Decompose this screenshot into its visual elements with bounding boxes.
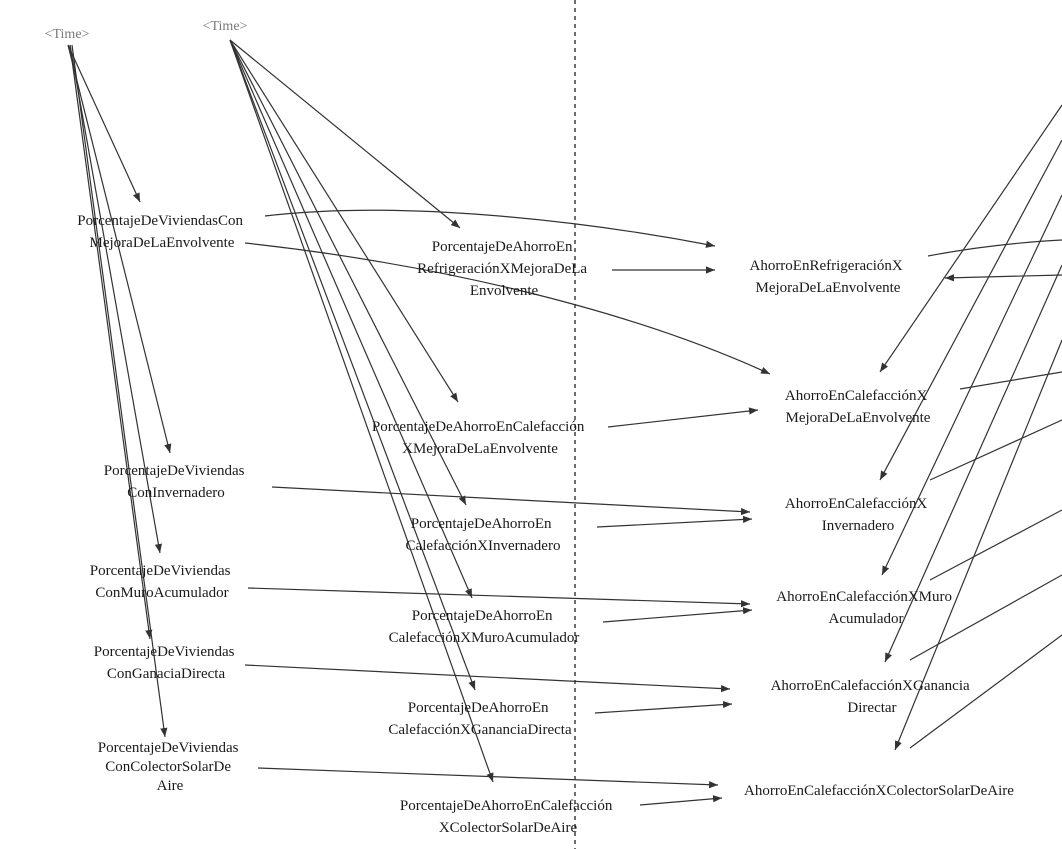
arrow — [257, 767, 719, 789]
node-porcentaje-colector: PorcentajeDeAhorroEnCalefacción XColecto… — [400, 798, 616, 836]
left-labels: PorcentajeDeViviendasCon MejoraDeLaEnvol… — [77, 213, 248, 794]
arrow — [879, 139, 1062, 481]
arrow — [881, 194, 1062, 576]
arrow — [67, 44, 172, 454]
arrow — [879, 104, 1062, 373]
node-viviendas-envolvente: PorcentajeDeViviendasCon MejoraDeLaEnvol… — [77, 213, 246, 251]
arrow — [69, 44, 162, 554]
node-porcentaje-calefaccion-envolvente: PorcentajeDeAhorroEnCalefacción XMejoraD… — [372, 419, 588, 457]
node-porcentaje-invernadero: PorcentajeDeAhorroEn CalefacciónXInverna… — [406, 516, 561, 554]
arrow — [944, 274, 1062, 282]
time-labels: <Time> <Time> — [45, 19, 248, 42]
right-labels: AhorroEnRefrigeraciónX MejoraDeLaEnvolve… — [744, 258, 1014, 799]
node-porcentaje-muro: PorcentajeDeAhorroEn CalefacciónXMuroAcu… — [389, 608, 580, 646]
arrow — [229, 39, 461, 229]
node-ahorro-refrigeracion: AhorroEnRefrigeraciónX MejoraDeLaEnvolve… — [749, 258, 906, 296]
arrow — [71, 44, 168, 738]
time-middle-arrows — [229, 39, 494, 783]
arrow — [229, 39, 473, 599]
arrow — [69, 44, 153, 640]
node-porcentaje-ganancia: PorcentajeDeAhorroEn CalefacciónXGananci… — [388, 700, 572, 738]
node-ahorro-ganancia: AhorroEnCalefacciónXGanancia Directar — [771, 678, 974, 716]
arrow — [884, 264, 1062, 663]
time-left-arrows — [67, 44, 172, 738]
time-node: <Time> — [203, 19, 248, 34]
arrow — [607, 407, 759, 428]
arrow — [639, 795, 723, 806]
arrow — [927, 239, 1062, 257]
arrow — [229, 39, 467, 506]
node-ahorro-colector: AhorroEnCalefacciónXColectorSolarDeAire — [744, 783, 1014, 799]
node-viviendas-invernadero: PorcentajeDeViviendas ConInvernadero — [104, 463, 248, 501]
arrow — [244, 242, 771, 375]
arrow — [229, 39, 459, 403]
arrow — [909, 634, 1062, 749]
arrow — [247, 587, 751, 608]
arrow — [909, 574, 1062, 661]
arrow — [229, 39, 476, 691]
node-viviendas-muro: PorcentajeDeViviendas ConMuroAcumulador — [90, 563, 234, 601]
arrow — [894, 339, 1062, 751]
node-ahorro-muro: AhorroEnCalefacciónXMuro Acumulador — [776, 589, 956, 627]
arrow — [929, 419, 1062, 481]
node-viviendas-colector: PorcentajeDeViviendas ConColectorSolarDe… — [98, 740, 242, 794]
node-ahorro-calefaccion-envolvente: AhorroEnCalefacciónX MejoraDeLaEnvolvent… — [785, 388, 931, 426]
middle-to-right-arrows — [594, 266, 759, 806]
arrow — [264, 209, 716, 248]
arrow — [229, 39, 494, 783]
time-node: <Time> — [45, 27, 90, 42]
arrow — [596, 515, 753, 528]
arrow — [602, 607, 753, 623]
arrow — [929, 509, 1062, 581]
offscreen-arrows — [879, 104, 1062, 751]
arrow — [67, 44, 141, 203]
arrow — [594, 700, 733, 714]
arrow — [271, 486, 751, 516]
left-to-right-arrows — [244, 209, 771, 789]
arrow — [959, 371, 1062, 390]
node-ahorro-invernadero: AhorroEnCalefacciónX Invernadero — [785, 496, 931, 534]
arrow — [244, 664, 731, 693]
middle-labels: PorcentajeDeAhorroEn RefrigeraciónXMejor… — [372, 239, 616, 836]
node-porcentaje-refrigeracion: PorcentajeDeAhorroEn RefrigeraciónXMejor… — [417, 239, 591, 299]
node-viviendas-ganancia: PorcentajeDeViviendas ConGanaciaDirecta — [94, 644, 238, 682]
